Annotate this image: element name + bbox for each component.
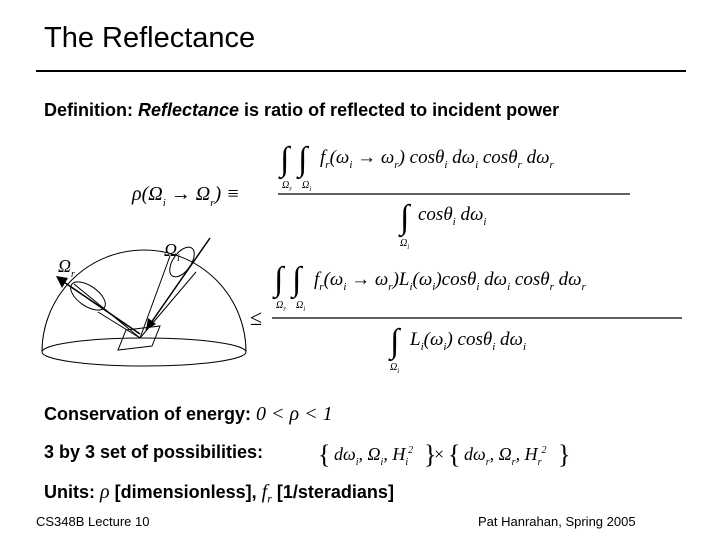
integral-sign: ∫ [296,141,310,180]
brace-close: } [558,440,570,469]
definition-suffix: is ratio of reflected to incident power [239,100,560,120]
denominator-2: Li(ωi) cosθi dωi [409,329,526,353]
definition-line: Definition: Reflectance is ratio of refl… [44,100,559,121]
conservation-label: Conservation of energy: [44,404,257,424]
incident-arrowhead [146,318,156,330]
incident-cone-edge [139,255,171,339]
conservation-line: Conservation of energy: 0 < ρ < 1 [44,403,333,426]
integral-sign: ∫ [398,199,412,238]
integral-domain-i: Ωi [390,362,399,375]
conservation-expr: 0 < ρ < 1 [256,403,333,425]
footer-author: Pat Hanrahan, Spring 2005 [478,514,636,529]
units-mid: [dimensionless], [109,482,262,502]
reflected-cone-rim [70,281,106,311]
brace-close: } [424,440,436,469]
denominator-1: cosθi dωi [418,204,486,228]
units-fr-sub: r [267,491,272,506]
units-line: Units: ρ [dimensionless], fr [1/steradia… [44,481,394,507]
brace-open: { [448,440,460,469]
slide-title: The Reflectance [44,22,256,54]
units-fr: f [261,481,268,503]
integral-sign: ∫ [278,141,292,180]
reflected-ray [57,277,141,335]
omega-i-label: Ωi [164,240,180,264]
times-symbol: × [434,444,444,464]
integral-sign: ∫ [388,323,402,362]
reflected-cone-edge [97,311,141,339]
units-suffix: [1/steradians] [271,482,394,502]
numerator-1: fr(ωi → ωr) cosθi dωi cosθr dωr [320,147,555,171]
hemisphere-base [41,337,247,367]
definition-prefix: Definition: [44,100,138,120]
units-prefix: Units: [44,482,100,502]
omega-r-label: Ωr [58,256,75,280]
numerator-2: fr(ωi → ωr)Li(ωi)cosθi dωi cosθr dωr [314,269,587,293]
title-underline [36,70,686,72]
hemisphere-diagram [41,246,247,367]
integral-domain-i: Ωi [400,238,409,251]
integral-domain-i: Ωi [296,300,305,313]
brace-open: { [318,440,330,469]
definition-term: Reflectance [137,100,240,120]
footer-lecture: CS348B Lecture 10 [36,514,150,529]
right-set: dωr, Ωr, Hr2 [464,444,546,468]
units-rho: ρ [100,481,110,503]
integral-domain-r: Ωr [282,180,292,193]
possibilities-label: 3 by 3 set of possibilities: [44,442,264,462]
reflected-arrowhead [56,276,68,288]
integral-domain-i: Ωi [302,180,311,193]
incident-ray [145,237,211,331]
leq-symbol: ≤ [250,305,262,330]
integral-sign: ∫ [290,261,304,300]
lhs-rho: ρ(Ωi → Ωr) ≡ [131,183,240,209]
left-set: dωi, Ωi, Hi2 [334,444,413,468]
integral-domain-r: Ωr [276,300,286,313]
hemisphere-outline [41,249,247,353]
integral-sign: ∫ [272,261,286,300]
